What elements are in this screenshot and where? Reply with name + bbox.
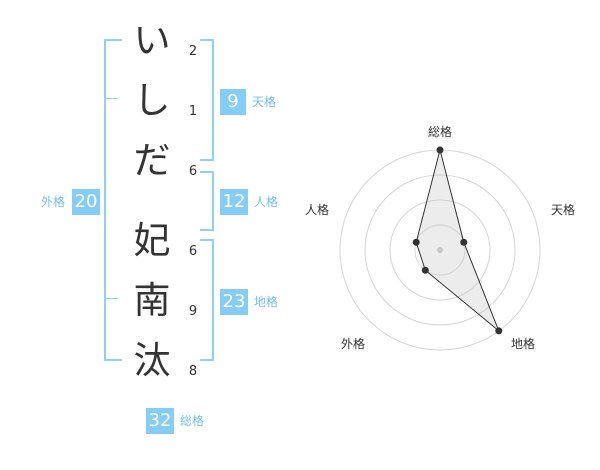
gaikaku-badge: 20 (72, 189, 100, 215)
radar-point-0 (436, 146, 444, 154)
jinkaku-bracket (200, 171, 214, 231)
name-char-4: 妃 (133, 219, 171, 262)
name-char-2: し (133, 79, 171, 122)
radar-axis-label-3: 外格 (341, 337, 366, 351)
jinkaku-label: 人格 (254, 195, 279, 209)
radar-axis-label-0: 総格 (428, 125, 453, 139)
stroke-count-3: 6 (188, 164, 198, 179)
tenkaku-badge: 9 (220, 89, 246, 115)
radar-center (437, 247, 443, 253)
chikaku-badge: 23 (220, 289, 248, 315)
name-char-1: い (133, 19, 171, 62)
chikaku-bracket (200, 239, 214, 361)
radar-point-3 (421, 266, 429, 274)
radar-axis-label-1: 天格 (551, 203, 576, 217)
radar-series-polygon (415, 149, 500, 332)
radar-axis-label-2: 地格 (511, 337, 536, 351)
name-char-6: 汰 (133, 339, 171, 382)
radar-axis-label-4: 人格 (305, 203, 330, 217)
stroke-count-4: 6 (188, 244, 198, 259)
gaikaku-bracket (104, 39, 122, 361)
stroke-count-2: 1 (188, 104, 198, 119)
name-char-3: だ (133, 139, 171, 182)
gaikaku-bracket-mid-1 (104, 98, 118, 99)
chikaku-label: 地格 (254, 295, 279, 309)
tenkaku-label: 天格 (252, 95, 277, 109)
radar-point-2 (495, 327, 503, 335)
name-char-5: 南 (133, 279, 171, 322)
soukaku-label: 総格 (180, 414, 205, 428)
jinkaku-badge: 12 (220, 189, 248, 215)
tenkaku-bracket (200, 39, 214, 161)
gaikaku-label: 外格 (41, 195, 66, 209)
gaikaku-bracket-mid-2 (104, 298, 118, 299)
radar-ring-1 (414, 224, 466, 276)
radar-ring-3 (364, 174, 516, 326)
radar-point-4 (412, 238, 420, 246)
soukaku-badge: 32 (146, 408, 174, 434)
stroke-count-1: 2 (188, 44, 198, 59)
stroke-count-6: 8 (188, 364, 198, 379)
radar-point-1 (460, 238, 468, 246)
stroke-count-5: 9 (188, 304, 198, 319)
radar-ring-2 (389, 199, 491, 301)
